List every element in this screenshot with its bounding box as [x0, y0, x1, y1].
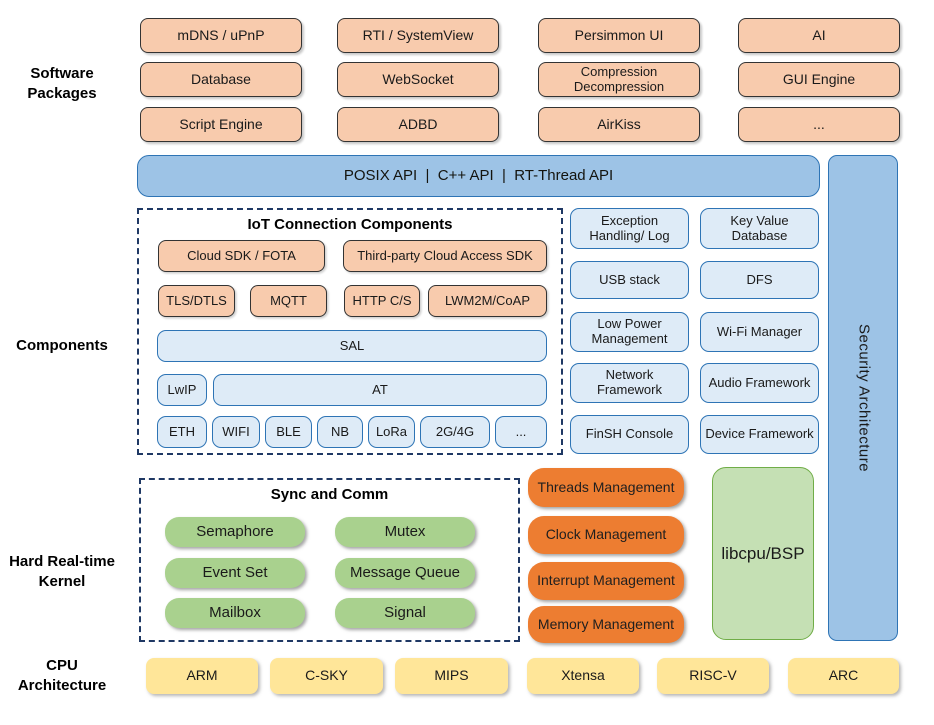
- cpu-box-mips: MIPS: [395, 658, 508, 694]
- component-box-usb-stack: USB stack: [570, 261, 689, 299]
- kernel-box-mutex: Mutex: [335, 517, 475, 547]
- pkg-box-mdns-upnp: mDNS / uPnP: [140, 18, 302, 53]
- iot-box-at: AT: [213, 374, 547, 406]
- iot-box-http-cs: HTTP C/S: [344, 285, 420, 317]
- kernel-box-interrupt-management: Interrupt Management: [528, 562, 684, 600]
- pkg-box-script-engine: Script Engine: [140, 107, 302, 142]
- pkg-box-compression: Compression Decompression: [538, 62, 700, 97]
- kernel-box-semaphore: Semaphore: [165, 517, 305, 547]
- sync-and-comm-title: Sync and Comm: [270, 486, 389, 503]
- pkg-box-adbd: ADBD: [337, 107, 499, 142]
- iot-box-eth: ETH: [157, 416, 207, 448]
- iot-box-sal: SAL: [157, 330, 547, 362]
- iot-box-tls-dtls: TLS/DTLS: [158, 285, 235, 317]
- iot-box-cloud-sdk-fota: Cloud SDK / FOTA: [158, 240, 325, 272]
- component-box-device-framework: Device Framework: [700, 415, 819, 454]
- cpu-box-c-sky: C-SKY: [270, 658, 383, 694]
- iot-box-ble: BLE: [265, 416, 312, 448]
- kernel-box-threads-management: Threads Management: [528, 468, 684, 507]
- component-box-dfs: DFS: [700, 261, 819, 299]
- cpu-box-arc: ARC: [788, 658, 899, 694]
- component-box-exception-handling-log: Exception Handling/ Log: [570, 208, 689, 249]
- iot-connection-components-box: [137, 208, 563, 455]
- kernel-box-memory-management: Memory Management: [528, 606, 684, 643]
- cpu-box-risc-v: RISC-V: [657, 658, 769, 694]
- kernel-box-event-set: Event Set: [165, 558, 305, 588]
- component-box-low-power-management: Low Power Management: [570, 312, 689, 352]
- software-packages-label: Software Packages: [27, 65, 97, 102]
- component-box-audio-framework: Audio Framework: [700, 363, 819, 403]
- pkg-box-airkiss: AirKiss: [538, 107, 700, 142]
- iot-box-lora: LoRa: [368, 416, 415, 448]
- cpu-architecture-label: CPU Architecture: [17, 657, 107, 694]
- cpu-box-arm: ARM: [146, 658, 258, 694]
- iot-box-wifi: WIFI: [212, 416, 260, 448]
- pkg-box-rti-systemview: RTI / SystemView: [337, 18, 499, 53]
- iot-box-third-party-cloud-sdk: Third-party Cloud Access SDK: [343, 240, 547, 272]
- kernel-box-libcpu-bsp: libcpu/BSP: [712, 467, 814, 640]
- kernel-label: Hard Real-time Kernel: [9, 553, 115, 590]
- posix-api-bar: POSIX API | C++ API | RT-Thread API: [137, 155, 820, 197]
- component-box-key-value-database: Key Value Database: [700, 208, 819, 249]
- component-box-wifi-manager: Wi-Fi Manager: [700, 312, 819, 352]
- components-label: Components: [16, 337, 108, 354]
- iot-connection-components-title: IoT Connection Components: [247, 216, 453, 233]
- iot-box-lwm2m-coap: LWM2M/CoAP: [428, 285, 547, 317]
- kernel-box-clock-management: Clock Management: [528, 516, 684, 554]
- kernel-box-signal: Signal: [335, 598, 475, 628]
- iot-box-more-links: ...: [495, 416, 547, 448]
- security-architecture-label: Security Architecture: [855, 323, 873, 473]
- iot-box-mqtt: MQTT: [250, 285, 327, 317]
- iot-box-lwip: LwIP: [157, 374, 207, 406]
- cpu-box-xtensa: Xtensa: [527, 658, 639, 694]
- iot-box-nb: NB: [317, 416, 363, 448]
- kernel-box-message-queue: Message Queue: [335, 558, 475, 588]
- component-box-finsh-console: FinSH Console: [570, 415, 689, 454]
- pkg-box-websocket: WebSocket: [337, 62, 499, 97]
- pkg-box-database: Database: [140, 62, 302, 97]
- sync-and-comm-box: [139, 478, 520, 642]
- kernel-box-mailbox: Mailbox: [165, 598, 305, 628]
- iot-box-2g4g: 2G/4G: [420, 416, 490, 448]
- pkg-box-gui-engine: GUI Engine: [738, 62, 900, 97]
- security-architecture-bar: Security Architecture: [828, 155, 898, 641]
- pkg-box-more: ...: [738, 107, 900, 142]
- component-box-network-framework: Network Framework: [570, 363, 689, 403]
- pkg-box-ai: AI: [738, 18, 900, 53]
- pkg-box-persimmon-ui: Persimmon UI: [538, 18, 700, 53]
